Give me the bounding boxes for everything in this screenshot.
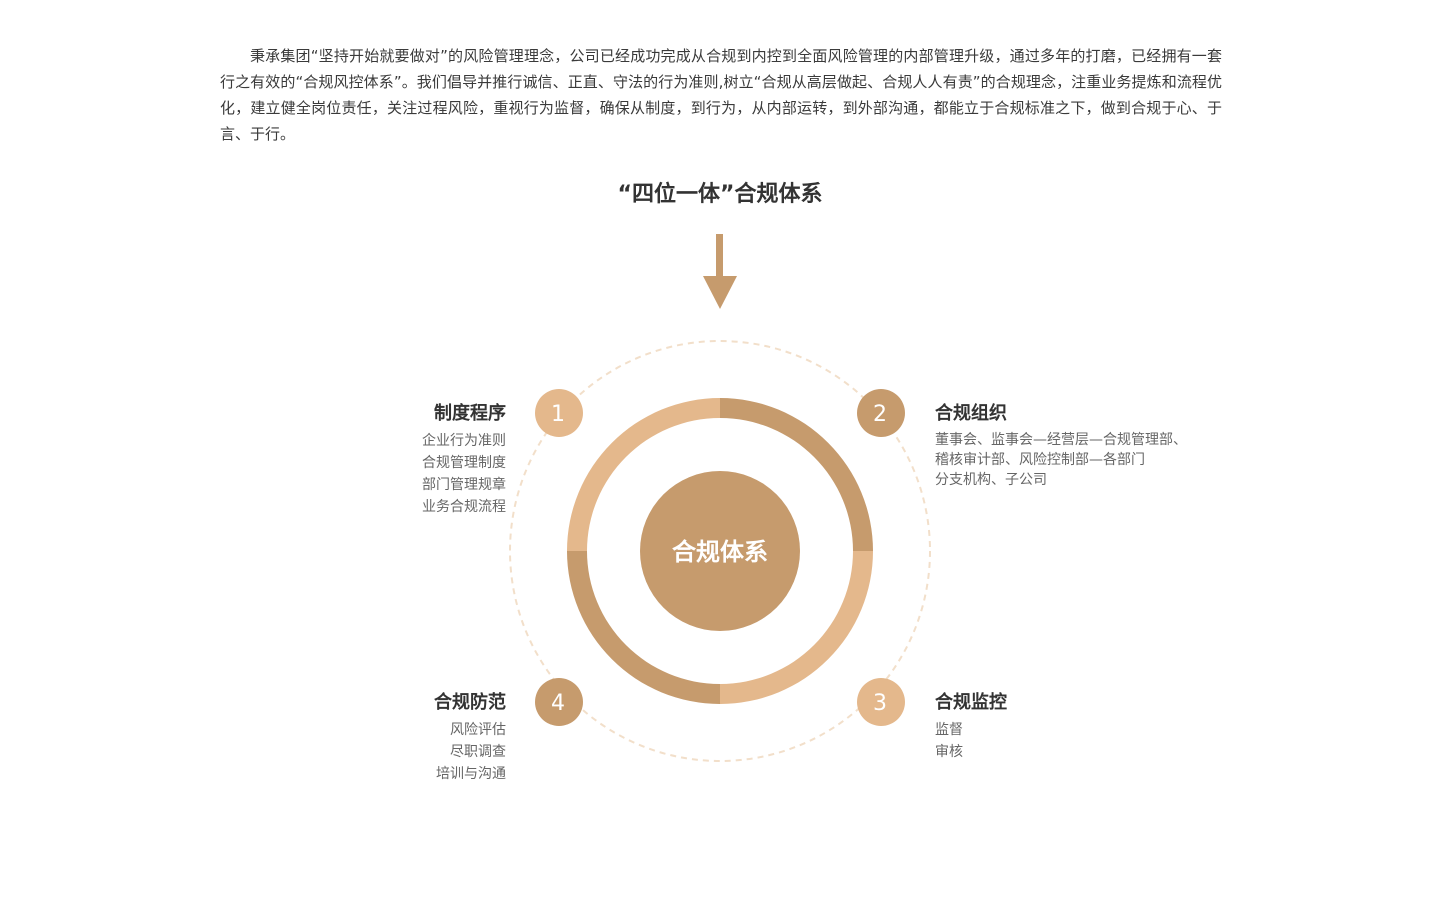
center-label: 合规体系 [672,538,768,566]
node-1-line: 企业行为准则 [422,433,506,449]
node-3-title: 合规监控 [935,692,1007,713]
node-1-line: 合规管理制度 [422,455,506,471]
node-3-line: 审核 [935,744,963,760]
node-3-lines: 监督 审核 [935,719,1007,763]
node-1-line: 业务合规流程 [422,499,506,515]
node-1-title: 制度程序 [434,403,506,424]
node-2-line: 董事会、监事会—经营层—合规管理部、 [935,432,1187,448]
center-circle [640,471,800,631]
node-number-1: 1 [551,402,565,427]
node-3-line: 监督 [935,722,963,738]
node-badge-4: 4 [535,678,583,726]
node-3-block: 合规监控 监督 审核 [935,690,1007,763]
node-2-line: 分支机构、子公司 [935,472,1047,488]
node-4-block: 合规防范 风险评估 尽职调查 培训与沟通 [434,690,506,785]
node-1-line: 部门管理规章 [422,477,506,493]
ring-segment-top-right [720,398,873,551]
node-2-title: 合规组织 [935,403,1007,424]
outer-dashed-orbit [509,340,931,762]
ring-segment-top-left [567,398,720,551]
ring [567,398,873,704]
node-4-title: 合规防范 [434,692,506,713]
diagram-title: “四位一体”合规体系 [617,182,823,207]
node-4-line: 尽职调查 [450,744,506,760]
node-badge-1: 1 [535,389,583,437]
node-number-2: 2 [873,402,887,427]
node-number-4: 4 [551,691,565,716]
down-arrow-icon [703,234,737,309]
node-4-line: 风险评估 [450,722,506,738]
ring-segment-bottom-left [567,551,720,704]
node-1-block: 制度程序 企业行为准则 合规管理制度 部门管理规章 业务合规流程 [422,401,506,518]
node-2-block: 合规组织 董事会、监事会—经营层—合规管理部、 稽核审计部、风险控制部—各部门 … [935,401,1187,490]
node-2-line: 稽核审计部、风险控制部—各部门 [935,452,1145,468]
node-badge-2: 2 [857,389,905,437]
node-2-lines: 董事会、监事会—经营层—合规管理部、 稽核审计部、风险控制部—各部门 分支机构、… [935,430,1187,490]
intro-paragraph: 秉承集团“坚持开始就要做对”的风险管理理念，公司已经成功完成从合规到内控到全面风… [220,47,1222,143]
node-number-3: 3 [873,691,887,716]
node-4-line: 培训与沟通 [436,766,506,782]
ring-segment-bottom-right [720,551,873,704]
node-badge-3: 3 [857,678,905,726]
node-1-lines: 企业行为准则 合规管理制度 部门管理规章 业务合规流程 [422,430,506,518]
node-4-lines: 风险评估 尽职调查 培训与沟通 [434,719,506,785]
